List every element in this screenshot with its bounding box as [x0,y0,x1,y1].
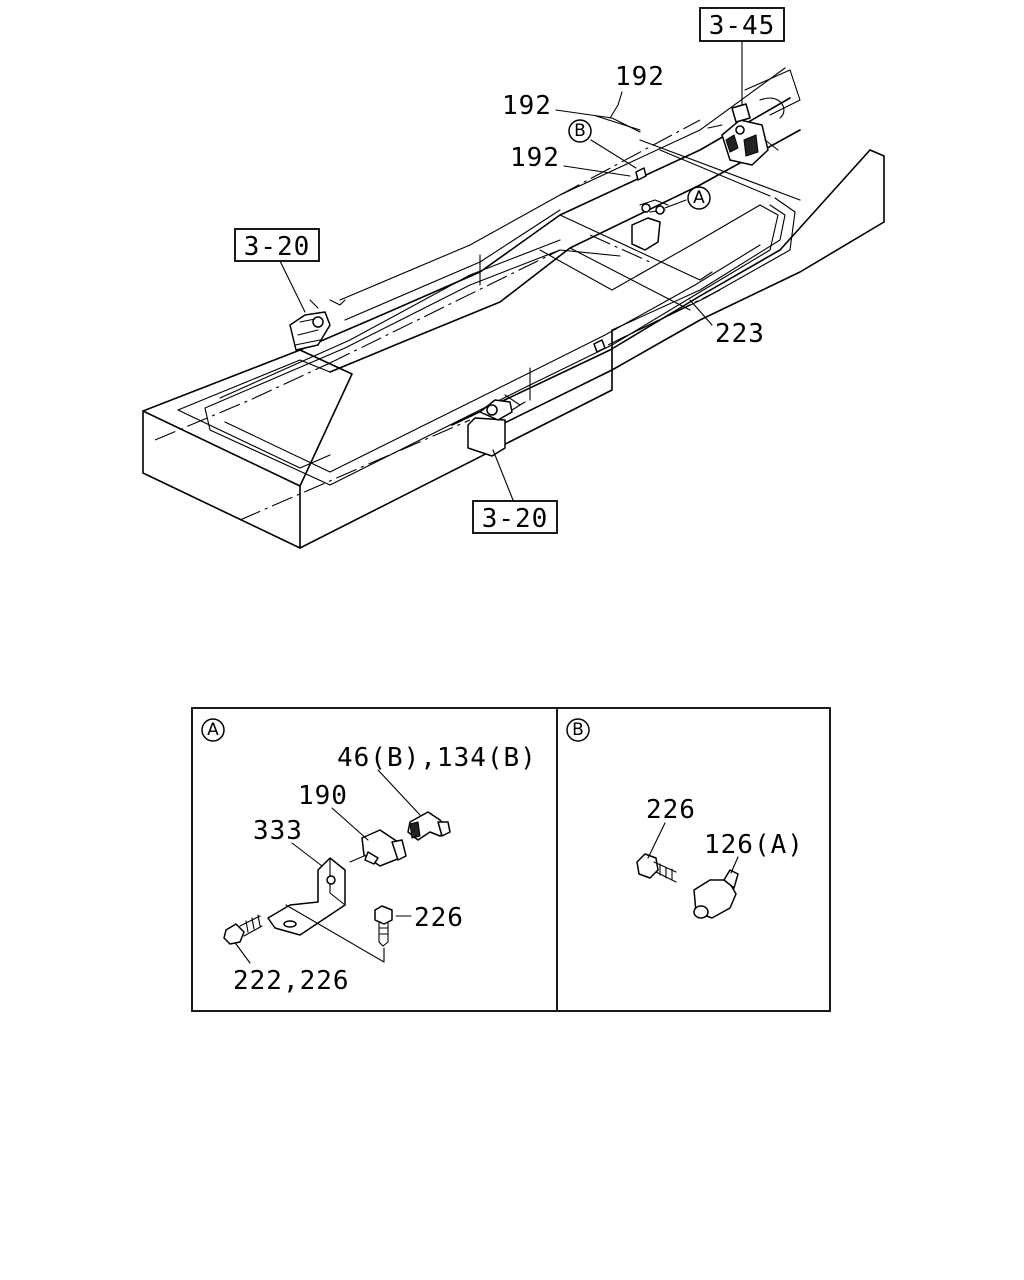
elbow-fitting-126 [693,869,739,919]
ref-box-3-45[interactable]: 3-45 [699,7,785,42]
label-333: 333 [253,816,303,846]
detail-a: A [201,718,537,996]
label-222-226: 222,226 [233,966,350,996]
ref-3-20-bottom-text: 3-20 [482,504,549,534]
marker-b-circle: B [568,119,592,143]
valve-left-assembly [289,299,346,351]
ref-3-45-text: 3-45 [709,11,776,41]
label-223: 223 [715,319,765,349]
bolt-226-b [636,853,677,883]
detail-a-marker: A [201,718,225,742]
bracket-a-assembly [631,199,669,251]
marker-a-circle: A [687,186,711,210]
bolt-222-226 [223,914,263,945]
bracket-333 [267,857,346,936]
label-190: 190 [298,781,348,811]
tee-fitting-190 [349,829,407,867]
detail-panels [191,707,831,1012]
label-226-a: 226 [414,903,464,933]
valve-bottom-assembly [467,394,526,457]
label-46-134: 46(B),134(B) [337,743,537,773]
ref-box-3-20-left[interactable]: 3-20 [234,228,320,262]
leader-lines-main [279,40,743,501]
bolt-226-vertical [374,905,393,947]
pipe-end-b [593,167,647,353]
label-126: 126(A) [704,830,804,860]
abs-modulator-assembly [707,103,779,166]
marker-a-text: A [693,188,705,208]
detail-b-marker-text: B [572,720,584,740]
ref-box-3-20-bottom[interactable]: 3-20 [472,500,558,534]
ref-3-20-left-text: 3-20 [244,232,311,262]
label-192-lower: 192 [510,143,560,173]
detail-b-marker: B [566,718,590,742]
detail-a-marker-text: A [207,720,219,740]
chassis-frame [142,67,885,549]
label-192-middle: 192 [502,91,552,121]
label-226-b: 226 [646,795,696,825]
detail-b: B 226 126(A) [566,718,804,919]
label-192-top: 192 [615,62,665,92]
elbow-fitting-46-134 [407,811,451,841]
marker-b-text: B [574,121,586,141]
